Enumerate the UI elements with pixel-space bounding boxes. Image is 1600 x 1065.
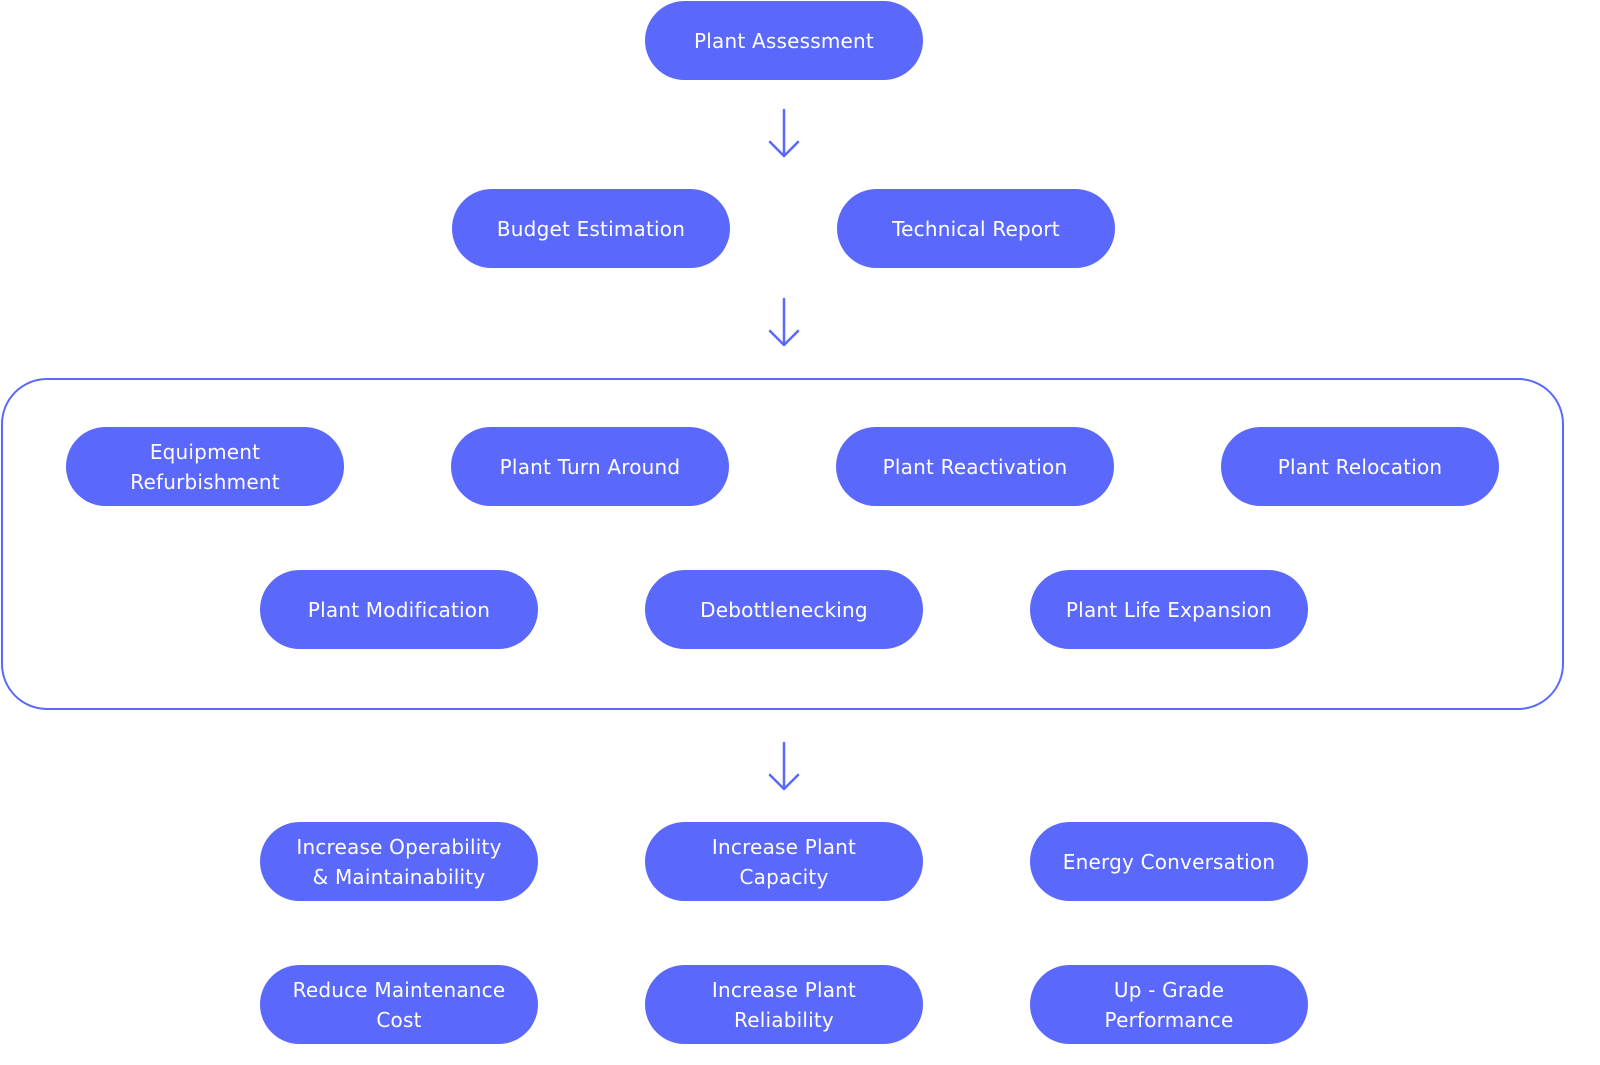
arrow-down-icon — [767, 297, 801, 349]
node-plant-life-expansion: Plant Life Expansion — [1030, 570, 1308, 649]
arrow-down-icon — [767, 741, 801, 793]
node-increase-plant-reliability: Increase Plant Reliability — [645, 965, 923, 1044]
node-plant-modification: Plant Modification — [260, 570, 538, 649]
node-increase-plant-capacity: Increase Plant Capacity — [645, 822, 923, 901]
node-plant-relocation: Plant Relocation — [1221, 427, 1499, 506]
node-budget-estimation: Budget Estimation — [452, 189, 730, 268]
node-plant-turn-around: Plant Turn Around — [451, 427, 729, 506]
node-technical-report: Technical Report — [837, 189, 1115, 268]
services-group-frame — [1, 378, 1564, 710]
node-reduce-maintenance-cost: Reduce Maintenance Cost — [260, 965, 538, 1044]
node-plant-assessment: Plant Assessment — [645, 1, 923, 80]
node-debottlenecking: Debottlenecking — [645, 570, 923, 649]
node-up-grade-performance: Up - Grade Performance — [1030, 965, 1308, 1044]
node-equipment-refurbishment: Equipment Refurbishment — [66, 427, 344, 506]
arrow-down-icon — [767, 108, 801, 160]
node-increase-operability-maintainability: Increase Operability & Maintainability — [260, 822, 538, 901]
node-plant-reactivation: Plant Reactivation — [836, 427, 1114, 506]
node-energy-conversation: Energy Conversation — [1030, 822, 1308, 901]
